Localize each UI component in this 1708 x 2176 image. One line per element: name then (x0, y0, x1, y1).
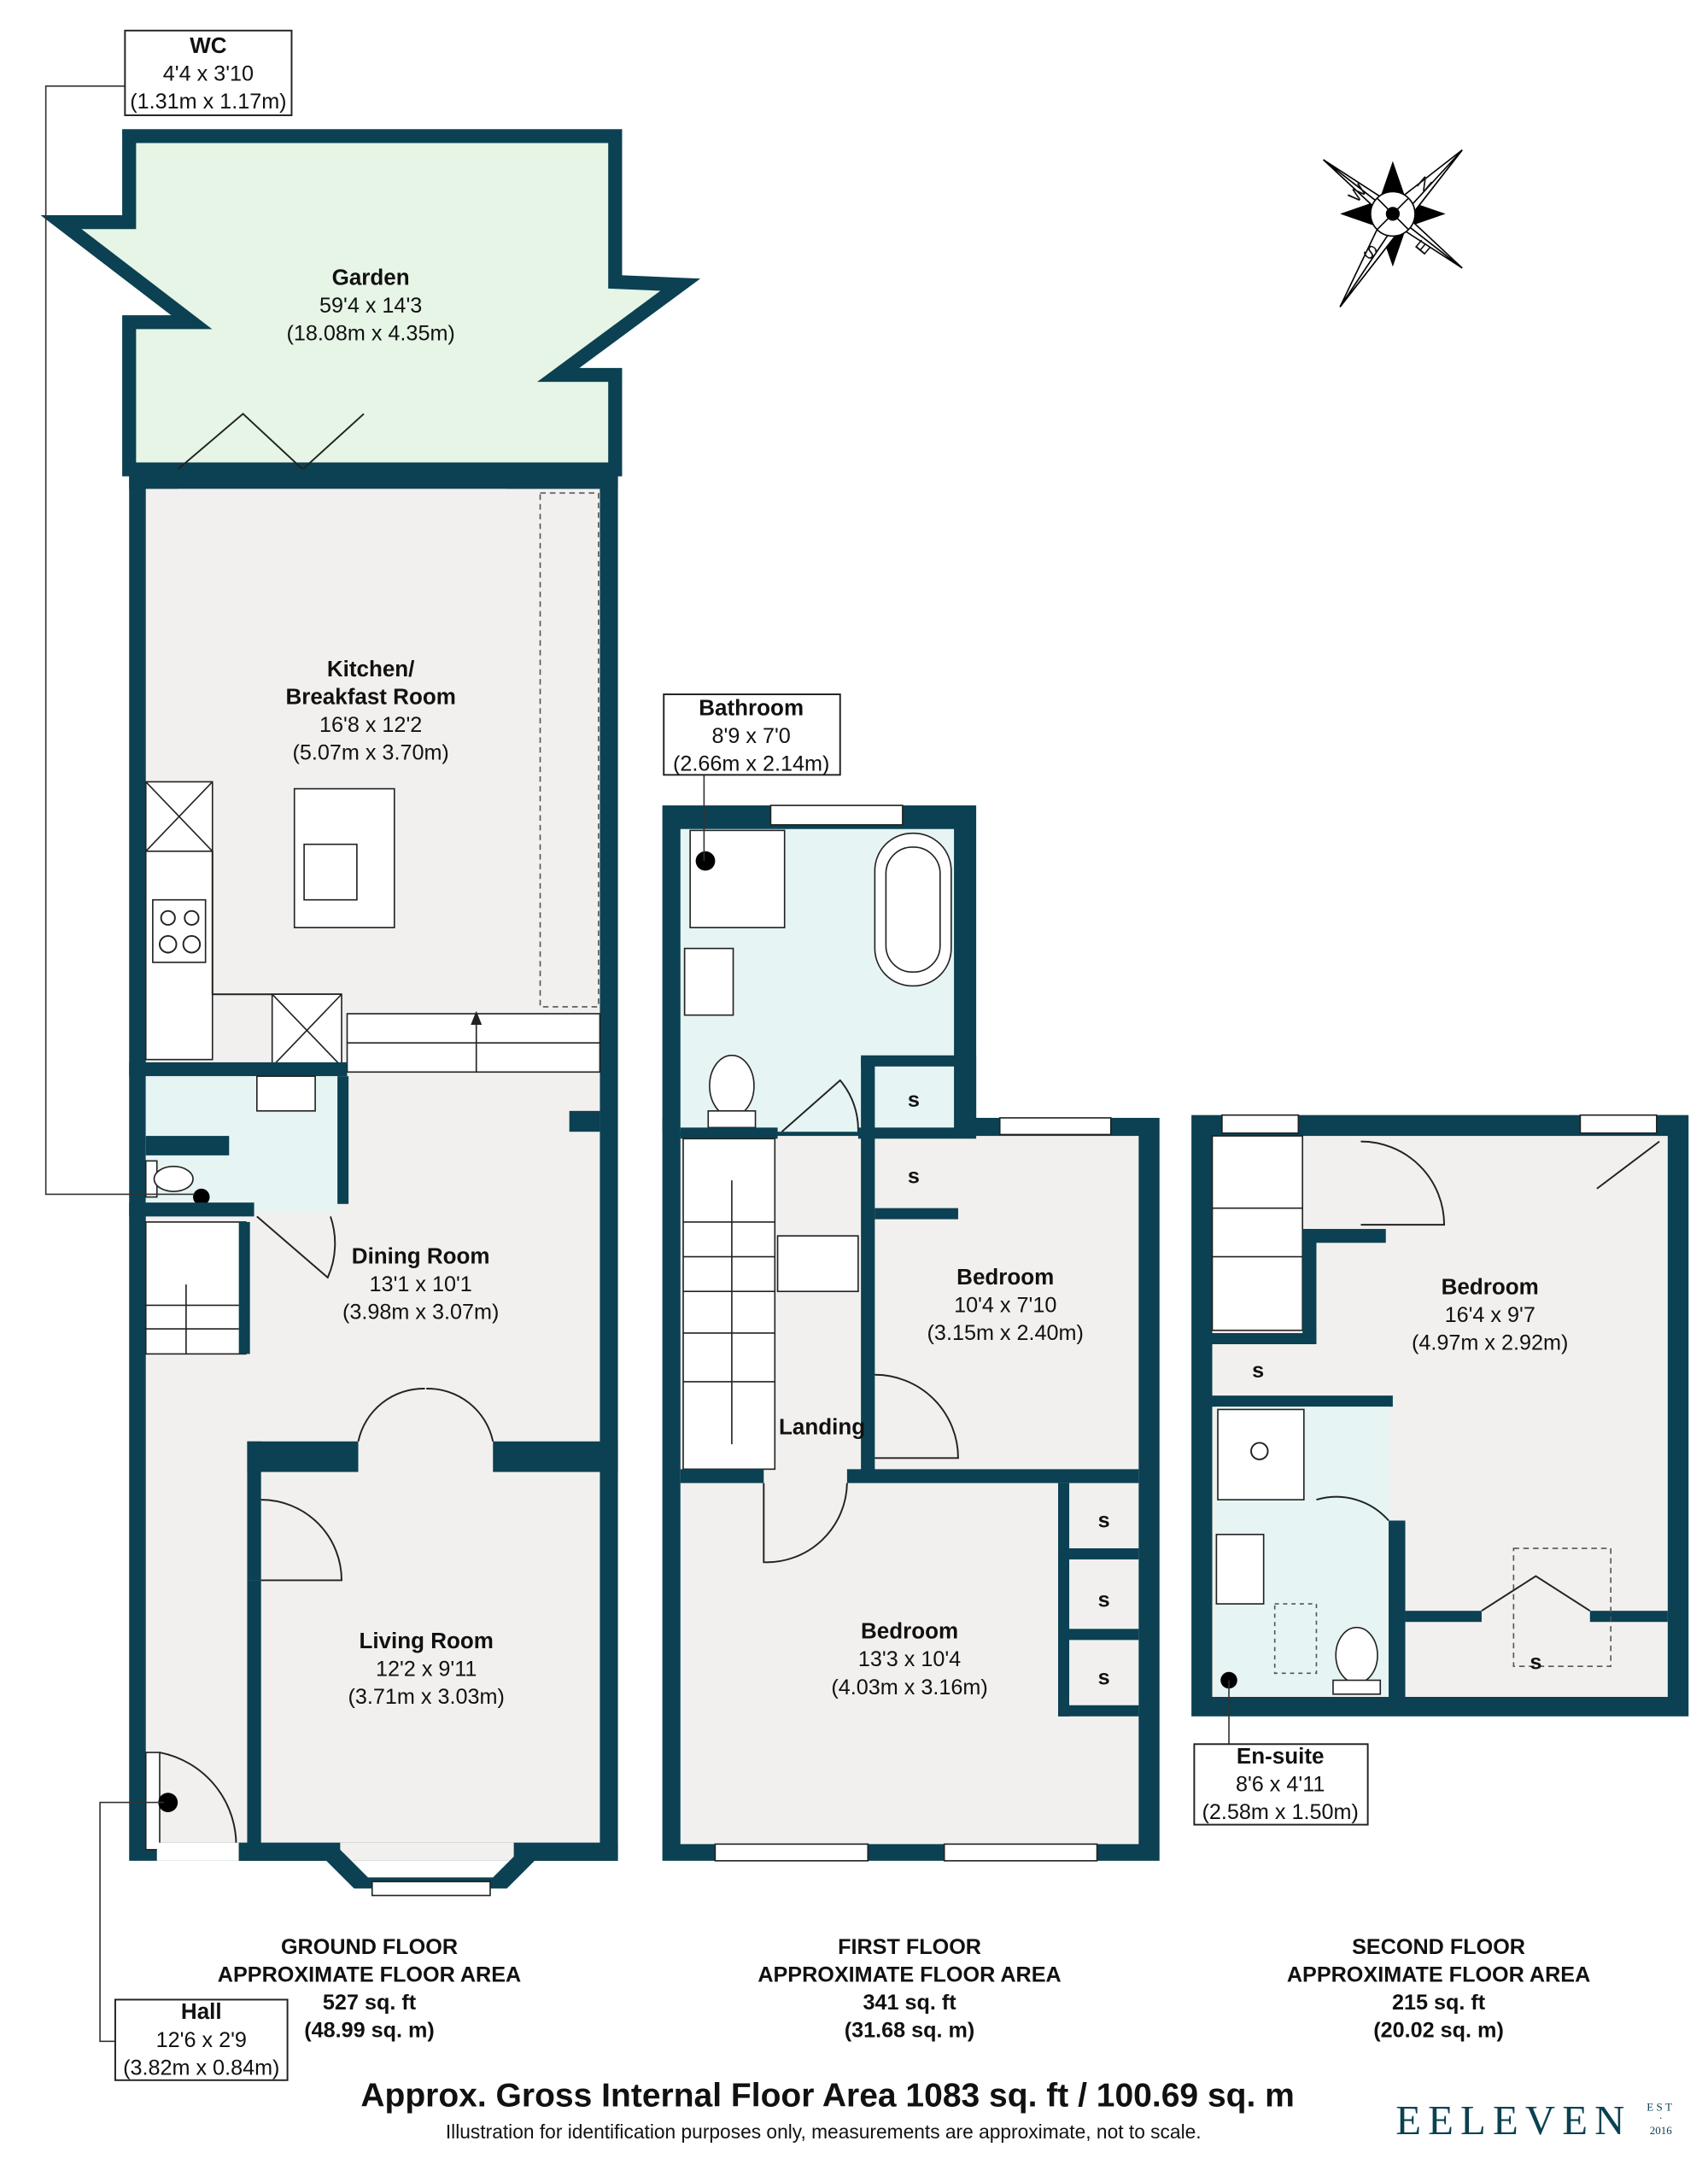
storage-label: s (1252, 1359, 1264, 1383)
room-size-metric: (4.03m x 3.16m) (831, 1676, 987, 1699)
floor-area-label: APPROXIMATE FLOOR AREA (218, 1962, 521, 1986)
gross-internal-area: Approx. Gross Internal Floor Area 1083 s… (360, 2078, 1295, 2115)
logo-wordmark: EELEVEN (1395, 2097, 1631, 2144)
room-size-imperial: 12'2 x 9'11 (376, 1658, 477, 1682)
floor-area-sqm: (31.68 sq. m) (845, 2018, 975, 2042)
room-size-metric: (2.58m x 1.50m) (1202, 1800, 1358, 1824)
room-name: Bedroom (956, 1264, 1054, 1290)
ground-floor-area: GROUND FLOOR APPROXIMATE FLOOR AREA 527 … (218, 1935, 521, 2043)
floor-name: GROUND FLOOR (281, 1935, 458, 1959)
room-size-metric: (1.31m x 1.17m) (130, 90, 286, 114)
second-floor-plan (1191, 1114, 1689, 1717)
room-size-imperial: 4'4 x 3'10 (163, 61, 254, 85)
room-size-imperial: 8'6 x 4'11 (1236, 1773, 1325, 1797)
room-size-imperial: 13'3 x 10'4 (858, 1647, 961, 1671)
room-size-imperial: 16'8 x 12'2 (319, 713, 422, 737)
room-size-metric: (4.97m x 2.92m) (1412, 1331, 1568, 1355)
storage-label: s (908, 1088, 920, 1112)
room-size-metric: (3.82m x 0.84m) (123, 2056, 279, 2079)
room-name: Bedroom (1442, 1273, 1539, 1299)
storage-label: s (1098, 1665, 1110, 1689)
room-size-metric: (2.66m x 2.14m) (673, 752, 829, 775)
room-size-metric: (3.15m x 2.40m) (927, 1321, 1084, 1345)
floor-area-sqft: 527 sq. ft (323, 1991, 417, 2015)
room-size-imperial: 12'6 x 2'9 (156, 2028, 247, 2052)
room-label-hall: Hall 12'6 x 2'9 (3.82m x 0.84m) (114, 1998, 289, 2081)
room-label-en-suite: En-suite 8'6 x 4'11 (2.58m x 1.50m) (1193, 1743, 1369, 1826)
room-name: Living Room (359, 1628, 493, 1653)
room-name: Dining Room (352, 1243, 490, 1269)
floor-name: FIRST FLOOR (838, 1935, 981, 1959)
room-size-imperial: 16'4 x 9'7 (1445, 1303, 1535, 1327)
room-label-garden: Garden 59'4 x 14'3 (18.08m x 4.35m) (286, 264, 454, 345)
room-label-bedroom-small: Bedroom 10'4 x 7'10 (3.15m x 2.40m) (927, 1264, 1084, 1345)
room-label-wc: WC 4'4 x 3'10 (1.31m x 1.17m) (124, 29, 293, 116)
storage-label: s (1530, 1650, 1541, 1674)
room-name: Bathroom (699, 694, 804, 720)
room-name: Hall (181, 1998, 222, 2024)
storage-label: s (1098, 1588, 1110, 1612)
room-size-imperial: 8'9 x 7'0 (712, 724, 791, 748)
room-label-dining-room: Dining Room 13'1 x 10'1 (3.98m x 3.07m) (342, 1243, 499, 1325)
room-size-imperial: 13'1 x 10'1 (370, 1272, 472, 1296)
room-label-landing: Landing (779, 1414, 865, 1440)
disclaimer: Illustration for identification purposes… (446, 2120, 1202, 2143)
storage-label: s (908, 1164, 920, 1188)
room-label-bathroom: Bathroom 8'9 x 7'0 (2.66m x 2.14m) (663, 693, 841, 775)
room-label-bedroom-second: Bedroom 16'4 x 9'7 (4.97m x 2.92m) (1412, 1273, 1568, 1354)
floor-area-label: APPROXIMATE FLOOR AREA (757, 1962, 1061, 1986)
floor-name: SECOND FLOOR (1352, 1935, 1525, 1959)
second-floor-area: SECOND FLOOR APPROXIMATE FLOOR AREA 215 … (1287, 1935, 1590, 2043)
first-floor-plan (662, 804, 1160, 1862)
storage-labels: s s s s s s s (908, 1088, 1541, 1689)
room-name: En-suite (1237, 1743, 1325, 1769)
floor-area-sqm: (20.02 sq. m) (1373, 2018, 1504, 2042)
room-label-bedroom-first: Bedroom 13'3 x 10'4 (4.03m x 3.16m) (831, 1618, 987, 1699)
room-label-living-room: Living Room 12'2 x 9'11 (3.71m x 3.03m) (348, 1628, 504, 1709)
room-name: Kitchen/ (327, 656, 415, 681)
floor-area-sqm: (48.99 sq. m) (304, 2018, 435, 2042)
room-size-metric: (5.07m x 3.70m) (292, 740, 448, 764)
floor-area-label: APPROXIMATE FLOOR AREA (1287, 1962, 1590, 1986)
room-size-metric: (3.98m x 3.07m) (342, 1301, 499, 1325)
room-label-kitchen: Kitchen/ Breakfast Room 16'8 x 12'2 (5.0… (285, 656, 455, 765)
compass-w: W (1345, 181, 1371, 207)
ground-floor-plan (40, 129, 701, 1897)
room-name: Bedroom (861, 1618, 958, 1644)
logo-dot: · (1659, 2112, 1663, 2125)
room-name: Garden (332, 264, 410, 290)
compass-rose-icon: N E S W (1323, 149, 1463, 307)
floor-area-sqft: 341 sq. ft (863, 1991, 956, 2015)
logo-year: 2016 (1650, 2124, 1673, 2137)
floor-area-sqft: 215 sq. ft (1392, 1991, 1486, 2015)
room-size-metric: (3.71m x 3.03m) (348, 1685, 504, 1709)
logo-est: EST (1647, 2101, 1675, 2114)
room-name: WC (190, 32, 227, 58)
room-size-metric: (18.08m x 4.35m) (286, 321, 454, 345)
room-name: Breakfast Room (285, 683, 455, 709)
eleven-logo: EELEVEN EST · 2016 (1395, 2097, 1675, 2144)
storage-label: s (1098, 1509, 1110, 1533)
first-floor-area: FIRST FLOOR APPROXIMATE FLOOR AREA 341 s… (757, 1935, 1061, 2043)
room-size-imperial: 59'4 x 14'3 (319, 294, 422, 318)
room-size-imperial: 10'4 x 7'10 (954, 1294, 1056, 1318)
